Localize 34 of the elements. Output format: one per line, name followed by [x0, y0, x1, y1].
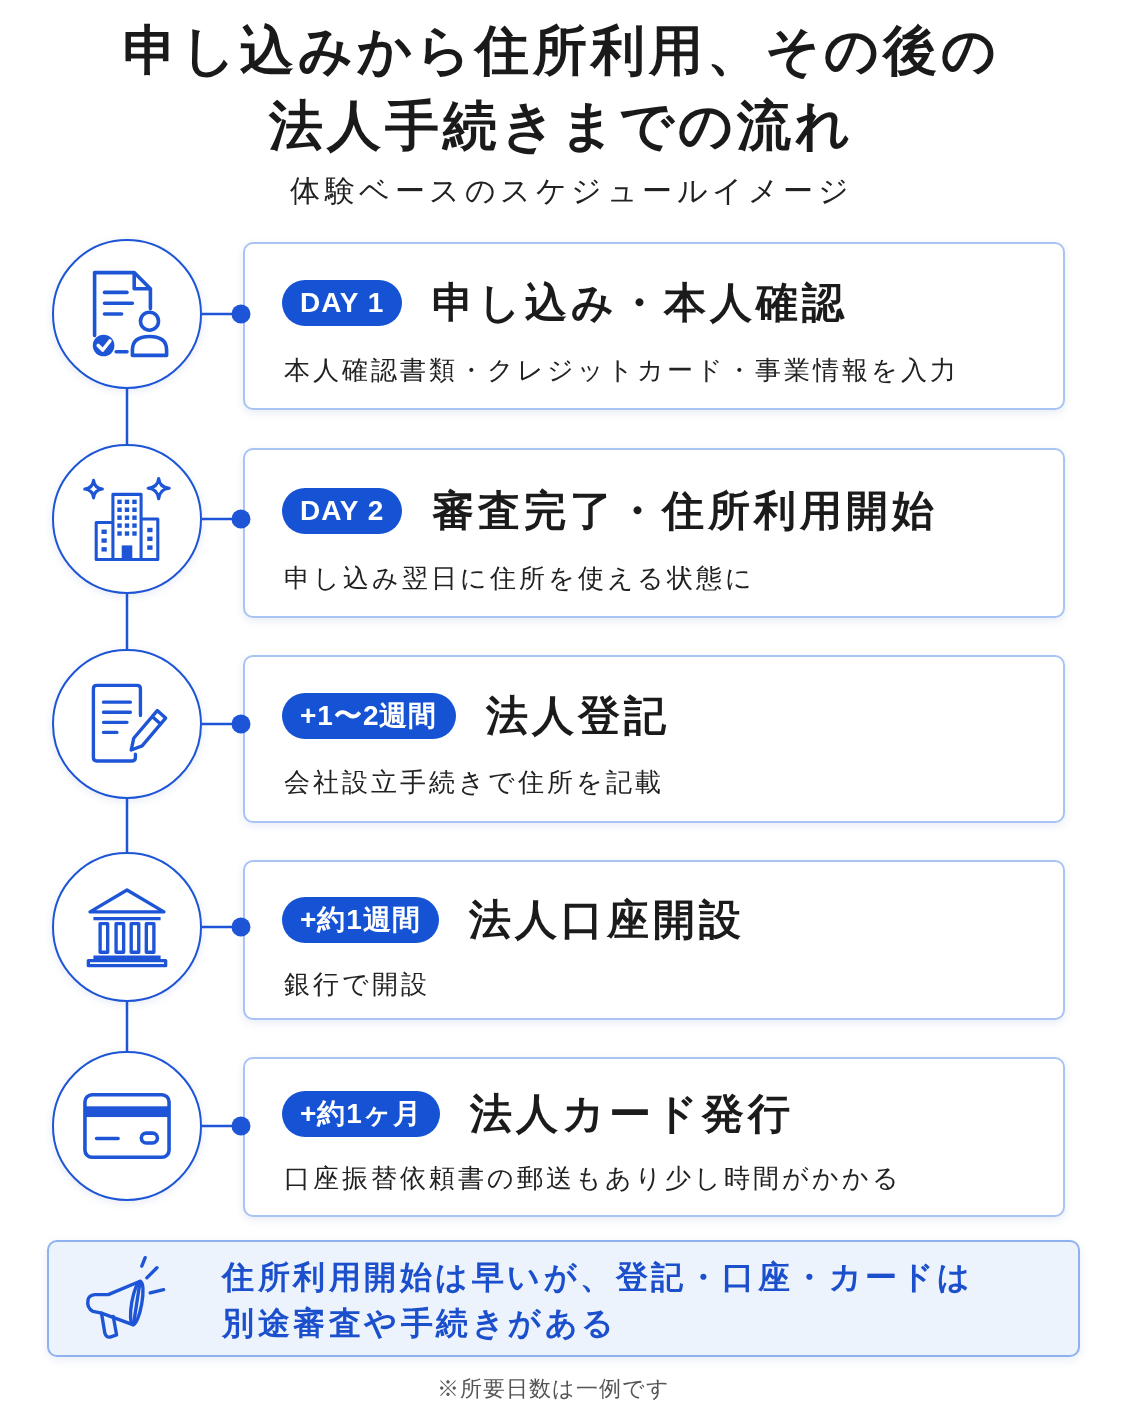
step-card	[243, 655, 1065, 823]
step-title: 法人口座開設	[469, 895, 745, 945]
connector-line	[125, 389, 129, 444]
time-badge: DAY 1	[282, 280, 403, 326]
connector-line	[202, 509, 251, 529]
connector-line	[202, 1116, 251, 1136]
connector-line	[202, 304, 251, 324]
step-description: 口座振替依頼書の郵送もあり少し時間がかかる	[284, 1162, 902, 1195]
connector-line	[125, 799, 129, 852]
connector-line	[202, 714, 251, 734]
note-text: 住所利用開始は早いが、登記・口座・カードは別途審査や手続きがある	[222, 1258, 975, 1343]
step-title: 審査完了・住所利用開始	[432, 486, 938, 536]
title: 申し込みから住所利用、その後の法人手続きまでの流れ	[121, 19, 1001, 157]
step-description: 会社設立手続きで住所を記載	[284, 766, 664, 799]
step-card	[243, 242, 1065, 410]
step-card	[243, 860, 1065, 1020]
time-badge: DAY 2	[282, 488, 403, 534]
connector-line	[202, 917, 251, 937]
connector-line	[125, 594, 129, 649]
note-box	[47, 1240, 1080, 1357]
connector-line	[125, 1002, 129, 1051]
time-badge: +1〜2週間	[282, 693, 456, 739]
step-title: 申し込み・本人確認	[432, 278, 848, 328]
step-title: 法人カード発行	[470, 1089, 794, 1139]
subtitle: 体験ベースのスケジュールイメージ	[290, 173, 854, 209]
time-badge: +約1ヶ月	[282, 1091, 440, 1137]
footnote: ※所要日数は一例です	[435, 1375, 671, 1402]
step-description: 本人確認書類・クレジットカード・事業情報を入力	[284, 354, 959, 387]
step-description: 申し込み翌日に住所を使える状態に	[284, 562, 755, 595]
time-badge: +約1週間	[282, 897, 439, 943]
step-title: 法人登記	[486, 691, 670, 741]
step-card	[243, 1057, 1065, 1217]
step-card	[243, 448, 1065, 618]
step-description: 銀行で開設	[284, 968, 430, 1001]
